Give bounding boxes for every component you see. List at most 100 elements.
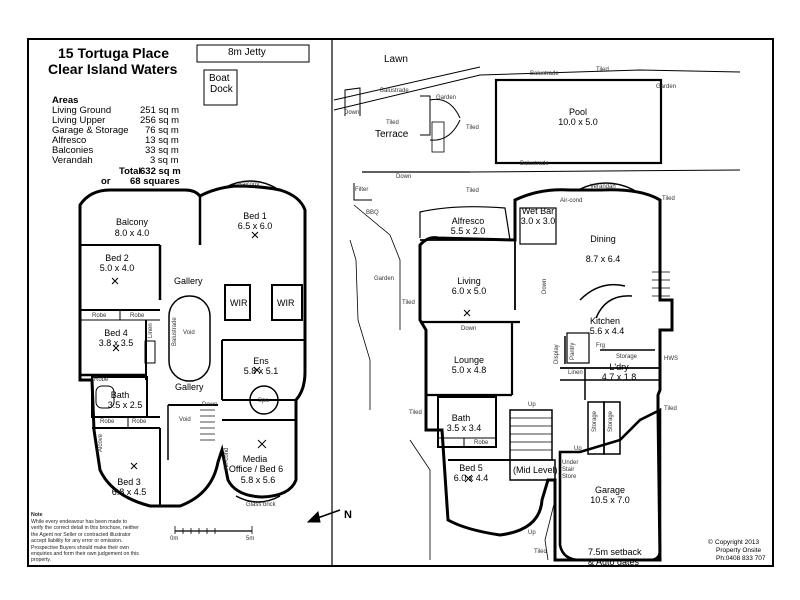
jetty-label: 8m Jetty bbox=[228, 47, 266, 58]
robe-label: Robe bbox=[132, 419, 147, 425]
glass-brick-label: Glass brick bbox=[246, 502, 276, 508]
alfresco-dim: 5.5 x 2.0 bbox=[450, 226, 486, 236]
down-label: Down bbox=[396, 174, 412, 180]
hws-label: HWS bbox=[664, 356, 678, 362]
tiled-label: Tiled bbox=[466, 125, 479, 131]
upper-floor bbox=[78, 44, 310, 508]
copyright-line-1: Copyright 2013 bbox=[715, 539, 760, 546]
wir-label: WIR bbox=[230, 298, 248, 308]
pool-label: Pool bbox=[568, 107, 588, 117]
upper-bath-label: Bath bbox=[110, 390, 130, 400]
jetty bbox=[196, 44, 310, 63]
ldry-dim: 4.7 x 1.8 bbox=[601, 372, 637, 382]
void-label: Void bbox=[183, 330, 195, 336]
bed1-label: Bed 1 bbox=[243, 211, 267, 221]
area-value: 33 sq m bbox=[145, 145, 179, 156]
robe-label: Robe bbox=[94, 377, 109, 383]
pool bbox=[494, 78, 663, 165]
balcony-label: Balcony bbox=[115, 217, 149, 227]
upper-bath-dim: 3.5 x 2.5 bbox=[107, 400, 143, 410]
area-name: Garage & Storage bbox=[52, 125, 129, 136]
down-label: Down bbox=[202, 402, 218, 408]
lounge-dim: 5.0 x 4.8 bbox=[451, 365, 487, 375]
bed3-dim: 6.8 x 4.5 bbox=[111, 487, 147, 497]
void-label: Void bbox=[179, 417, 191, 423]
storage-label: Storage bbox=[608, 410, 614, 432]
wetbar-dim: 3.0 x 3.0 bbox=[520, 216, 556, 226]
bed5-dim: 6.0 x 4.4 bbox=[453, 473, 489, 483]
lounge-label: Lounge bbox=[453, 355, 485, 365]
setback-label-2: & Auto gates bbox=[588, 557, 640, 567]
setback-label-1: 7.5m setback bbox=[588, 547, 642, 557]
robe-label: Robe bbox=[100, 419, 115, 425]
down-label: Down bbox=[542, 278, 548, 294]
area-name: Living Ground bbox=[52, 105, 112, 116]
bed2-label: Bed 2 bbox=[105, 253, 129, 263]
garage-dim: 10.5 x 7.0 bbox=[590, 495, 630, 505]
outside-area bbox=[333, 66, 741, 560]
tiled-label: Tiled bbox=[402, 300, 415, 306]
alcove-label: Alcove bbox=[98, 433, 104, 452]
copyright-line-2: Property Onsite bbox=[716, 547, 762, 554]
boat-dock-label-1: Boat bbox=[209, 73, 230, 84]
balustrade-label: Balustrade bbox=[530, 71, 559, 77]
up-label: Up bbox=[574, 446, 582, 452]
bed1-dim: 6.5 x 6.0 bbox=[237, 221, 273, 231]
garden-label: Garden bbox=[436, 95, 457, 101]
bed4-label: Bed 4 bbox=[104, 328, 128, 338]
kitchen-label: Kitchen bbox=[589, 316, 621, 326]
boat-dock-label-2: Dock bbox=[210, 84, 233, 95]
balustrade-label: Balustrade bbox=[380, 88, 409, 94]
gallery-label: Gallery bbox=[175, 382, 204, 392]
scale-start: 0m bbox=[170, 536, 179, 542]
garden-label: Garden bbox=[656, 84, 677, 90]
bed3-label: Bed 3 bbox=[117, 477, 141, 487]
address-line-2: Clear Island Waters bbox=[48, 61, 178, 77]
down-label: Down bbox=[344, 110, 360, 116]
tiled-label: Tiled bbox=[662, 196, 675, 202]
area-value: 251 sq m bbox=[140, 105, 180, 116]
ground-bath-label: Bath bbox=[451, 413, 471, 423]
up-label: Up bbox=[528, 402, 536, 408]
total-label: Total bbox=[119, 166, 141, 177]
pool-dim: 10.0 x 5.0 bbox=[558, 117, 598, 127]
storage-label: Storage bbox=[592, 410, 598, 432]
boat-dock bbox=[203, 69, 238, 106]
fridge-label: Frg bbox=[596, 343, 605, 349]
ground-floor bbox=[418, 182, 674, 562]
pantry-label: Pantry bbox=[570, 342, 576, 360]
area-value: 13 sq m bbox=[145, 135, 179, 146]
dining-dim: 8.7 x 6.4 bbox=[585, 254, 621, 264]
wetbar-label: Wet Bar bbox=[521, 206, 555, 216]
note-heading: Note bbox=[31, 512, 43, 518]
storage-label: Storage bbox=[616, 354, 638, 360]
robe-label: Robe bbox=[92, 313, 107, 319]
or-label: or bbox=[101, 176, 111, 187]
down-label: Down bbox=[461, 326, 477, 332]
ground-bath-dim: 3.5 x 3.4 bbox=[446, 423, 482, 433]
upper-outer-wall bbox=[78, 184, 307, 508]
area-name: Verandah bbox=[52, 155, 93, 166]
bed2-dim: 5.0 x 4.0 bbox=[99, 263, 135, 273]
linen-label: Linen bbox=[148, 323, 154, 338]
robe-label: Robe bbox=[130, 313, 145, 319]
garage-label: Garage bbox=[594, 485, 626, 495]
terrace-label: Terrace bbox=[375, 129, 409, 140]
tiled-label: Tiled bbox=[596, 67, 609, 73]
area-value: 3 sq m bbox=[150, 155, 179, 166]
address-line-1: 15 Tortuga Place bbox=[58, 45, 170, 61]
wir-label: WIR bbox=[277, 298, 295, 308]
spa-label: Spa bbox=[258, 398, 269, 404]
display-label: Display bbox=[554, 344, 560, 364]
copyright-line-3: Ph:0408 833 707 bbox=[716, 555, 766, 562]
area-name: Alfresco bbox=[52, 135, 87, 146]
copyright-symbol: © bbox=[708, 539, 713, 546]
kitchen-dim: 5.6 x 4.4 bbox=[589, 326, 625, 336]
total-value: 632 sq m bbox=[140, 166, 181, 177]
areas-heading: Areas bbox=[52, 95, 79, 106]
scale-end: 5m bbox=[246, 536, 255, 542]
media-label-2: Office / Bed 6 bbox=[228, 464, 284, 474]
tiled-label: Tiled bbox=[466, 188, 479, 194]
drawing-frame bbox=[27, 38, 774, 567]
